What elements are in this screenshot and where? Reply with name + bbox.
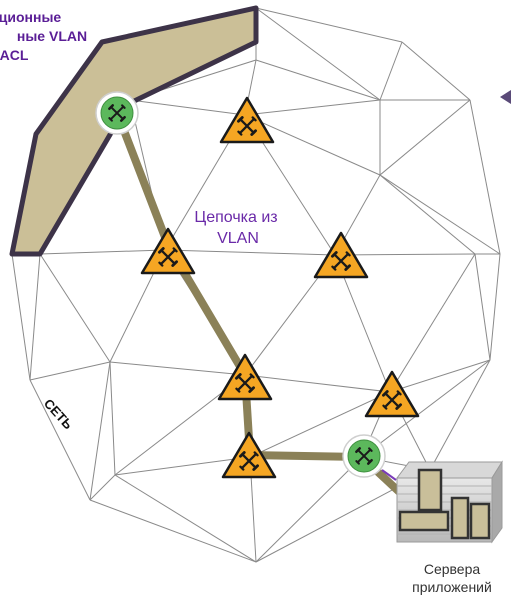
mesh-edge — [334, 253, 476, 256]
mesh-edge — [244, 99, 381, 116]
warning-triangle-icon[interactable] — [140, 227, 196, 275]
green-tools-node[interactable] — [95, 91, 139, 135]
isolated-vlan-label-line2: ные VLAN — [17, 28, 87, 44]
mesh-edge — [361, 359, 491, 458]
mesh-edge — [89, 474, 116, 501]
mesh-edge — [249, 391, 391, 458]
network-label: СЕТЬ — [41, 396, 76, 432]
vlan-chain-label-line1: Цепочка из — [194, 209, 277, 226]
warning-triangle-icon[interactable] — [364, 370, 420, 418]
mesh-edge — [379, 174, 501, 255]
mesh-edge — [469, 99, 501, 255]
mesh-edge — [255, 456, 363, 563]
mesh-edge — [379, 174, 476, 255]
warning-triangle-icon[interactable] — [219, 96, 275, 144]
mesh-edge — [379, 99, 471, 176]
mesh-edge — [114, 456, 251, 476]
arrow-left-icon — [500, 90, 511, 104]
mesh-edge — [39, 249, 166, 255]
mesh-edge — [244, 114, 381, 176]
mesh-edge — [29, 379, 91, 501]
mesh-edge — [89, 361, 111, 501]
mesh-edge — [164, 249, 336, 256]
mesh-edge — [255, 59, 381, 101]
isolated-vlan-label-line1: ционные — [0, 9, 61, 25]
warning-triangle-icon[interactable] — [217, 353, 273, 401]
mesh-edge — [429, 359, 491, 471]
app-servers-label-line2: приложений — [412, 579, 492, 595]
mesh-edge — [255, 7, 381, 101]
warning-triangle-icon[interactable] — [313, 231, 369, 279]
mesh-edge — [29, 361, 111, 381]
mesh-edge — [114, 474, 257, 563]
mesh-edge — [379, 41, 403, 101]
mesh-edge — [109, 361, 116, 476]
mesh-edge — [401, 41, 471, 101]
mesh-edge — [389, 359, 491, 393]
server-link-line — [381, 469, 397, 481]
mesh-edge — [109, 361, 246, 376]
server-rack-icon — [396, 460, 503, 544]
isolated-vlan-label-line3: ACL — [0, 47, 29, 63]
warning-triangle-icon[interactable] — [221, 431, 277, 479]
mesh-edge — [255, 7, 403, 43]
mesh-edge — [11, 253, 31, 381]
vlan-chain-label-line2: VLAN — [217, 230, 259, 247]
mesh-edge — [489, 253, 501, 361]
mesh-edge — [29, 253, 41, 381]
green-tools-node[interactable] — [342, 434, 386, 478]
mesh-edge — [39, 253, 111, 363]
isolated-vlan-region — [9, 5, 259, 257]
mesh-edge — [129, 99, 246, 116]
mesh-edge — [89, 499, 257, 563]
mesh-edge — [474, 253, 491, 361]
mesh-edge — [389, 253, 476, 393]
app-servers-label-line1: Сервера — [424, 561, 481, 577]
mesh-edge — [244, 374, 391, 393]
